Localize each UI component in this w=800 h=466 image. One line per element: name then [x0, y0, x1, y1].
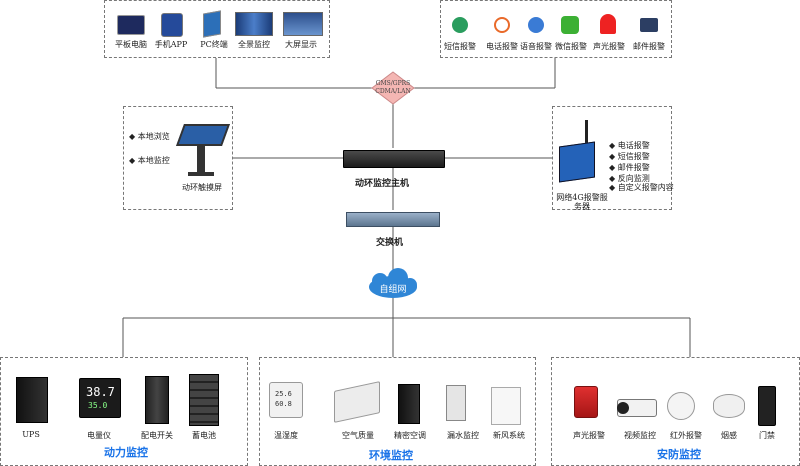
- sms-icon: [452, 17, 468, 33]
- ups-icon: [16, 377, 48, 423]
- sensor-reading-2: 60.8: [275, 400, 292, 408]
- access-control-icon: [758, 386, 776, 426]
- call-icon: [494, 17, 510, 33]
- env-label-temp: 温湿度: [274, 431, 298, 440]
- leak-monitor-icon: [446, 385, 466, 421]
- switch-label: 交换机: [376, 238, 404, 248]
- server-item-custom: ◆ 自定义报警内容: [609, 183, 674, 192]
- server-item-mail: ◆ 邮件报警: [609, 163, 650, 172]
- power-title: 动力监控: [104, 446, 148, 459]
- alarm-label-siren: 声光报警: [593, 42, 625, 51]
- precision-ac-icon: [398, 384, 420, 424]
- touchscreen-kiosk-icon: [175, 120, 231, 178]
- touchscreen-label: 动环触摸屏: [182, 183, 222, 192]
- wan-label-1: GMS/GPRS: [375, 80, 411, 87]
- wan-label-2: CDMA/LAN: [375, 88, 411, 95]
- meter-reading-2: 35.0: [88, 401, 108, 410]
- local-monitor-box: [123, 106, 233, 210]
- terminal-label-panorama: 全景监控: [238, 40, 270, 49]
- temp-humidity-sensor-icon: 25.6 60.8: [269, 382, 303, 418]
- wechat-icon: [561, 16, 579, 34]
- infrared-sensor-icon: [667, 392, 695, 420]
- phone-icon: [161, 13, 183, 37]
- power-label-battery: 蓄电池: [192, 431, 216, 440]
- env-label-ac: 精密空调: [394, 431, 426, 440]
- alarm-server-box: [552, 106, 672, 210]
- terminal-label-phone: 手机APP: [154, 40, 188, 49]
- alarm-label-mail: 邮件报警: [633, 42, 665, 51]
- server-item-call: ◆ 电话报警: [609, 141, 650, 150]
- environment-monitor-box: [259, 357, 536, 466]
- server-item-reverse: ◆ 反向监测: [609, 174, 650, 183]
- fresh-air-system-icon: [491, 387, 521, 425]
- env-label-leak: 漏水监控: [447, 431, 479, 440]
- camera-icon: [617, 399, 657, 417]
- alarm-server-label: 网络4G报警服 务器: [556, 193, 608, 211]
- environment-title: 环境监控: [369, 449, 413, 462]
- sec-label-infrared: 红外报警: [670, 431, 702, 440]
- power-label-meter: 电量仪: [87, 431, 111, 440]
- big-screen-icon: [283, 12, 323, 36]
- sensor-reading-1: 25.6: [275, 390, 292, 398]
- sec-label-access: 门禁: [759, 431, 775, 440]
- local-item-monitor: ◆ 本地监控: [129, 156, 170, 165]
- alarm-label-voice: 语音报警: [520, 42, 552, 51]
- server-item-sms: ◆ 短信报警: [609, 152, 650, 161]
- smoke-detector-icon: [713, 394, 745, 418]
- wan-diamond-icon: [371, 71, 415, 105]
- sec-label-siren: 声光报警: [573, 431, 605, 440]
- security-title: 安防监控: [657, 448, 701, 461]
- voice-icon: [528, 17, 544, 33]
- siren-alarm-icon: [574, 386, 598, 418]
- network-switch-icon: [346, 212, 440, 227]
- siren-icon: [600, 14, 616, 34]
- gsm-alarm-server-icon: [557, 120, 597, 188]
- power-label-switch: 配电开关: [141, 431, 173, 440]
- alarm-channels-box: [440, 0, 672, 58]
- env-label-air: 空气质量: [342, 431, 374, 440]
- terminal-label-pc: PC终端: [200, 40, 228, 49]
- alarm-label-call: 电话报警: [486, 42, 518, 51]
- pc-icon: [203, 10, 221, 38]
- terminal-label-bigscreen: 大屏显示: [285, 40, 317, 49]
- meter-reading-1: 38.7: [86, 385, 115, 399]
- host-label: 动环监控主机: [355, 179, 410, 189]
- power-label-ups: UPS: [22, 430, 40, 439]
- sec-label-smoke: 烟感: [721, 431, 737, 440]
- distribution-switch-icon: [145, 376, 169, 424]
- alarm-label-sms: 短信报警: [444, 42, 476, 51]
- terminal-label-tablet: 平板电脑: [115, 40, 147, 49]
- battery-cabinet-icon: [189, 374, 219, 426]
- tablet-icon: [117, 15, 145, 35]
- cloud-icon: [369, 268, 417, 298]
- network-label: 自组网: [379, 285, 407, 295]
- mail-icon: [640, 18, 658, 32]
- power-meter-icon: 38.7 35.0: [79, 378, 121, 418]
- panorama-icon: [235, 12, 273, 36]
- alarm-label-wechat: 微信报警: [555, 42, 587, 51]
- sec-label-camera: 视频监控: [624, 431, 656, 440]
- env-label-freshair: 新风系统: [493, 431, 525, 440]
- local-item-browse: ◆ 本地浏览: [129, 132, 170, 141]
- monitoring-host-icon: [343, 150, 445, 168]
